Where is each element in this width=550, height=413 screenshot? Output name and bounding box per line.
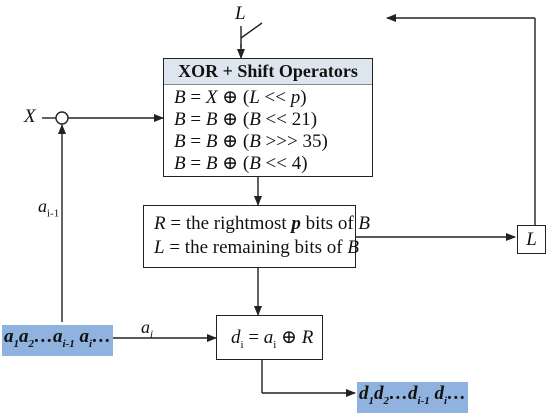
output-sequence: d1d2…di-1 di… [357,382,469,413]
l-top-diagonal [240,22,263,39]
split-box: R = the rightmost p bits of B L = the re… [143,205,370,268]
a-i-label: ai [141,317,154,341]
l-register-box: L [517,225,546,254]
shift-line-3: B = B ⊕ (B >>> 35) [174,131,328,152]
a-prev-label: ai-1 [38,196,60,220]
shift-line-1: B = X ⊕ (L << p) [174,87,307,108]
shift-line-2: B = B ⊕ (B << 21) [174,109,318,130]
xor-shift-box: XOR + Shift Operators B = X ⊕ (L << p) B… [163,58,373,177]
shift-line-4: B = B ⊕ (B << 4) [174,153,308,174]
split-line-r: R = the rightmost p bits of B [154,213,371,234]
xor-junction-circle [55,111,69,125]
output-formula: di = ai ⊕ R [231,327,314,351]
xor-shift-header: XOR + Shift Operators [164,59,372,85]
l-top-label: L [235,3,246,24]
x-label: X [24,106,36,127]
split-line-l: L = the remaining bits of B [154,237,359,258]
output-xor-box: di = ai ⊕ R [216,315,323,360]
input-sequence: a1a2…ai-1 ai… [2,325,114,356]
